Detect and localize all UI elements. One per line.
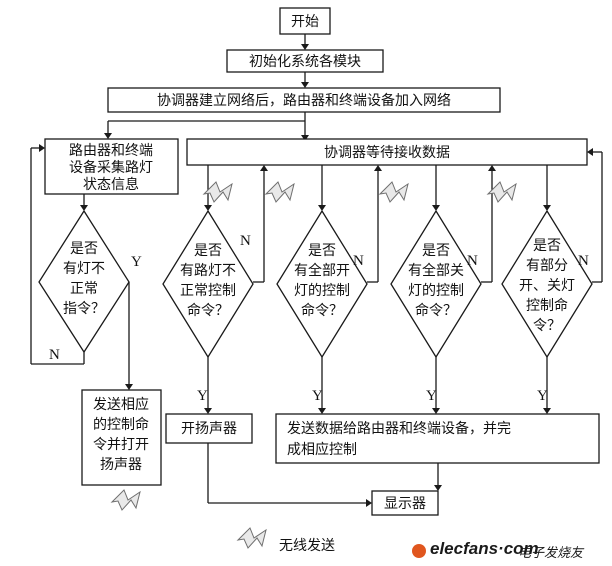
- decision-lamp-abnormal-line-3: 正常: [70, 281, 98, 297]
- decision-lamp-abnormal: [38, 209, 130, 354]
- decision-partial: [501, 209, 593, 359]
- decision-all-on-line-1: 是否: [308, 243, 336, 259]
- collect-label-line-3: 状态信息: [83, 176, 139, 193]
- send-control-box: [81, 389, 162, 486]
- watermark-brand: elecfans·com: [430, 539, 539, 558]
- wait-label: 协调器等待接收数据: [324, 144, 450, 161]
- display-box: [371, 490, 439, 516]
- decision-all-on-line-4: 命令？: [301, 302, 343, 319]
- start-label: 开始: [291, 14, 319, 30]
- network-label: 协调器建立网络后，路由器和终端设备加入网络: [157, 92, 451, 109]
- watermark-logo: elecfans·com 电子发烧友: [412, 538, 608, 562]
- no-label: N: [467, 253, 478, 269]
- send-control-line-3: 令并打开: [93, 436, 149, 453]
- legend-wireless-icon: [237, 527, 267, 549]
- yes-label: Y: [312, 388, 323, 404]
- decision-partial-line-3: 开、关灯: [519, 278, 575, 294]
- decision-partial-line-2: 有部分: [526, 258, 568, 274]
- no-label: N: [353, 253, 364, 269]
- speaker-on-box: [165, 413, 253, 444]
- yes-label: Y: [426, 388, 437, 404]
- start-box: [279, 7, 331, 35]
- decision-all-off-line-1: 是否: [422, 243, 450, 259]
- wireless-icon: [265, 181, 295, 203]
- yes-label: Y: [537, 388, 548, 404]
- decision-all-off-line-3: 灯的控制: [408, 283, 464, 299]
- decision-partial-line-4: 控制命: [526, 297, 568, 314]
- decision-all-off-line-4: 命令？: [415, 302, 457, 319]
- decision-all-on-line-3: 灯的控制: [294, 283, 350, 299]
- decision-all-off-line-2: 有全部关: [408, 262, 464, 279]
- init-box: [226, 49, 384, 73]
- send-control-line-4: 扬声器: [100, 457, 142, 473]
- collect-label-line-1: 路由器和终端: [69, 143, 153, 159]
- network-box: [107, 87, 501, 113]
- decision-all-on-line-2: 有全部开: [294, 262, 350, 279]
- decision-abnormal-cmd-line-1: 是否: [194, 243, 222, 259]
- init-label: 初始化系统各模块: [249, 53, 361, 70]
- decision-abnormal-cmd-line-3: 正常控制: [180, 283, 236, 299]
- yes-label: Y: [197, 388, 208, 404]
- no-label: N: [578, 253, 589, 269]
- decision-abnormal-cmd-line-2: 有路灯不: [180, 263, 236, 279]
- connectors: [30, 34, 603, 507]
- yes-label: Y: [131, 254, 142, 270]
- send-control-line-2: 的控制命: [93, 416, 149, 433]
- decision-partial-line-5: 令？: [533, 318, 561, 334]
- display-label: 显示器: [384, 496, 426, 512]
- send-data-line-2: 成相应控制: [287, 441, 357, 458]
- collect-label-line-2: 设备采集路灯: [69, 159, 153, 176]
- decision-all-on: [276, 209, 368, 359]
- no-label: N: [49, 347, 60, 363]
- decision-abnormal-cmd: [162, 209, 254, 359]
- decision-lamp-abnormal-line-2: 有灯不: [63, 261, 105, 277]
- decision-all-off: [390, 209, 482, 359]
- send-control-line-1: 发送相应: [93, 396, 149, 413]
- decision-lamp-abnormal-line-1: 是否: [70, 241, 98, 257]
- decision-abnormal-cmd-line-4: 命令？: [187, 302, 229, 319]
- logo-dot-icon: [412, 544, 426, 558]
- send-data-line-1: 发送数据给路由器和终端设备，并完: [287, 420, 511, 437]
- decision-lamp-abnormal-line-4: 指令？: [63, 301, 105, 317]
- wireless-icon: [111, 489, 141, 511]
- collect-box: [44, 138, 179, 195]
- send-data-box: [275, 413, 600, 464]
- decision-partial-line-1: 是否: [533, 238, 561, 254]
- watermark-brand-cn: 电子发烧友: [518, 546, 584, 561]
- no-label: N: [240, 233, 251, 249]
- wireless-icon: [379, 181, 409, 203]
- legend-label: 无线发送: [279, 538, 335, 554]
- wait-box: [186, 138, 588, 166]
- speaker-on-label: 开扬声器: [181, 421, 237, 437]
